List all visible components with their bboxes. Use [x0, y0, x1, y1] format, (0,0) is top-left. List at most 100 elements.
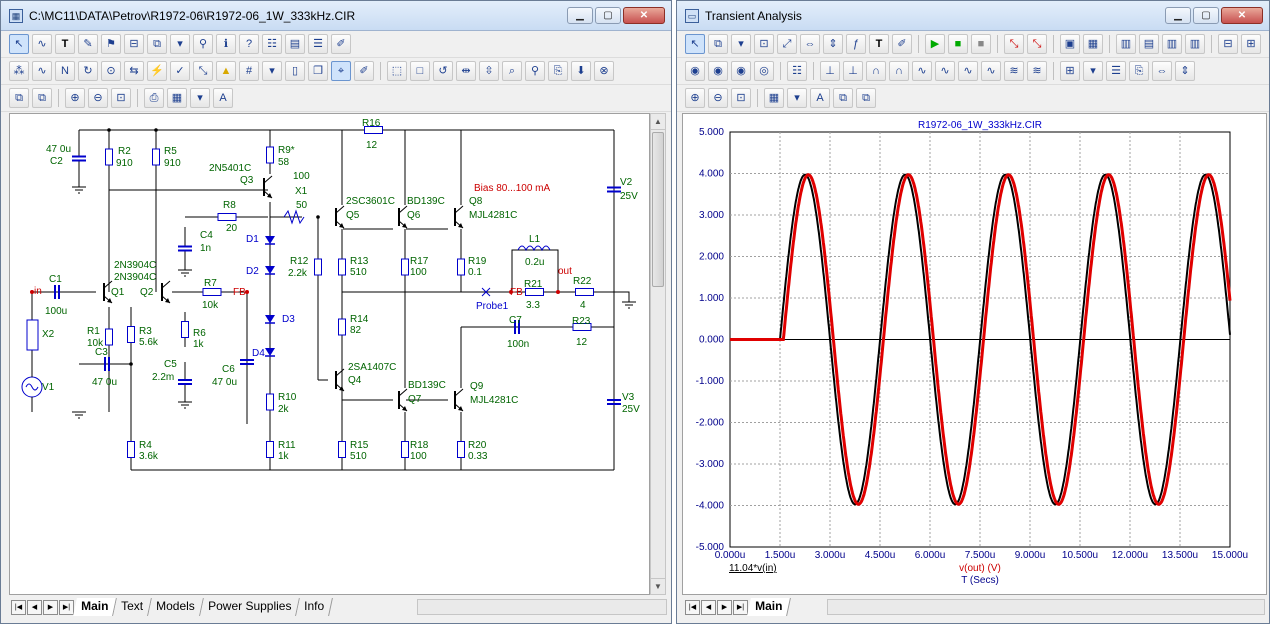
dropdown-arrow-icon[interactable]: ▾: [262, 61, 282, 81]
first-tab-icon[interactable]: |◀: [685, 599, 700, 615]
tile-h-icon[interactable]: ⇔: [1152, 61, 1172, 81]
tab-text[interactable]: Text: [113, 598, 153, 616]
grid-small-icon[interactable]: ▦: [764, 88, 784, 108]
transient-titlebar[interactable]: ▭ Transient Analysis ▁ ▢ ✕: [677, 1, 1269, 31]
cursor-icon[interactable]: ⤡: [1004, 34, 1024, 54]
formula-icon[interactable]: ƒ: [846, 34, 866, 54]
zoom-fit-icon[interactable]: ⊡: [731, 88, 751, 108]
fit-icon[interactable]: ⤢: [777, 34, 797, 54]
rotate-icon[interactable]: ↻: [78, 61, 98, 81]
zoom-out-icon[interactable]: ⊖: [708, 88, 728, 108]
measure8-icon[interactable]: ∿: [981, 61, 1001, 81]
flag-icon[interactable]: ⚑: [101, 34, 121, 54]
close-button[interactable]: ✕: [623, 7, 665, 24]
flip-x-icon[interactable]: ⇹: [456, 61, 476, 81]
fit-y-icon[interactable]: ⇕: [823, 34, 843, 54]
box-icon[interactable]: ▣: [1060, 34, 1080, 54]
edit-props-icon[interactable]: ✐: [354, 61, 374, 81]
node-voltages-icon[interactable]: ∿: [32, 61, 52, 81]
copy-icon[interactable]: ⧉: [708, 34, 728, 54]
layout1-icon[interactable]: ▥: [1116, 34, 1136, 54]
fit-x-icon[interactable]: ⇔: [800, 34, 820, 54]
tab-power-supplies[interactable]: Power Supplies: [200, 598, 301, 616]
grid-icon[interactable]: ▦: [1083, 34, 1103, 54]
export-icon[interactable]: ⎘: [1129, 61, 1149, 81]
draw-wire-icon[interactable]: ✎: [78, 34, 98, 54]
help-icon[interactable]: ?: [239, 34, 259, 54]
transient-hscroll[interactable]: [827, 599, 1265, 615]
measure2-icon[interactable]: ⊥: [843, 61, 863, 81]
attribute-icon[interactable]: ☷: [262, 34, 282, 54]
schematic-vscroll[interactable]: ▲ ▼: [650, 113, 666, 595]
maximize-button[interactable]: ▢: [1193, 7, 1219, 24]
check-icon[interactable]: ✓: [170, 61, 190, 81]
node-numbers-icon[interactable]: ⁂: [9, 61, 29, 81]
edit-icon[interactable]: ✐: [331, 34, 351, 54]
measure4-icon[interactable]: ∩: [889, 61, 909, 81]
font-icon[interactable]: A: [213, 88, 233, 108]
zoom-in-icon[interactable]: ⊕: [65, 88, 85, 108]
layout3-icon[interactable]: ▥: [1162, 34, 1182, 54]
first-tab-icon[interactable]: |◀: [11, 599, 26, 615]
measure7-icon[interactable]: ∿: [958, 61, 978, 81]
stop-icon[interactable]: ⊗: [594, 61, 614, 81]
paste-icon[interactable]: ⎘: [548, 61, 568, 81]
scope-valley-icon[interactable]: ◉: [708, 61, 728, 81]
zoom-out-icon[interactable]: ⊖: [88, 88, 108, 108]
last-tab-icon[interactable]: ▶|: [59, 599, 74, 615]
text-mode-icon[interactable]: T: [869, 34, 889, 54]
prev-tab-icon[interactable]: ◀: [701, 599, 716, 615]
pin-icon[interactable]: ⚲: [193, 34, 213, 54]
scroll-up-icon[interactable]: ▲: [651, 114, 665, 130]
schematic-hscroll[interactable]: [417, 599, 667, 615]
cursor-icon[interactable]: ⌖: [331, 61, 351, 81]
scope-low-icon[interactable]: ◎: [754, 61, 774, 81]
layout4-icon[interactable]: ▥: [1185, 34, 1205, 54]
edit-icon[interactable]: ✐: [892, 34, 912, 54]
wire-mode-icon[interactable]: ∿: [32, 34, 52, 54]
node-names-icon[interactable]: N: [55, 61, 75, 81]
zoom-in-icon[interactable]: ⊕: [685, 88, 705, 108]
close-button[interactable]: ✕: [1221, 7, 1263, 24]
copy-page-icon[interactable]: ❐: [308, 61, 328, 81]
pin-connect-icon[interactable]: ⤡: [193, 61, 213, 81]
tab-info[interactable]: Info: [296, 598, 334, 616]
flip-y-icon[interactable]: ⇳: [479, 61, 499, 81]
step-icon[interactable]: ■: [948, 34, 968, 54]
measure6-icon[interactable]: ∿: [935, 61, 955, 81]
measure5-icon[interactable]: ∿: [912, 61, 932, 81]
find-icon[interactable]: ⚲: [525, 61, 545, 81]
scope-high-icon[interactable]: ◉: [731, 61, 751, 81]
split-v-icon[interactable]: ⊞: [1241, 34, 1261, 54]
props-icon[interactable]: ☷: [787, 61, 807, 81]
minimize-button[interactable]: ▁: [567, 7, 593, 24]
dropdown-arrow-icon[interactable]: ▾: [731, 34, 751, 54]
copy-small-icon[interactable]: ⧉: [833, 88, 853, 108]
paste-small-icon[interactable]: ⧉: [856, 88, 876, 108]
folder-icon[interactable]: ⊞: [1060, 61, 1080, 81]
measure9-icon[interactable]: ≋: [1004, 61, 1024, 81]
power-icon[interactable]: ⚡: [147, 61, 167, 81]
split-h-icon[interactable]: ⊟: [1218, 34, 1238, 54]
measure3-icon[interactable]: ∩: [866, 61, 886, 81]
binoculars-icon[interactable]: ⌕: [502, 61, 522, 81]
paste-small-icon[interactable]: ⧉: [32, 88, 52, 108]
tab-main[interactable]: Main: [747, 598, 792, 616]
cursor2-icon[interactable]: ⤡: [1027, 34, 1047, 54]
scope-peak-icon[interactable]: ◉: [685, 61, 705, 81]
list-icon[interactable]: ☰: [1106, 61, 1126, 81]
copy-icon[interactable]: ⧉: [147, 34, 167, 54]
grid-icon[interactable]: #: [239, 61, 259, 81]
current-icon[interactable]: ⊙: [101, 61, 121, 81]
next-tab-icon[interactable]: ▶: [43, 599, 58, 615]
tile-v-icon[interactable]: ⇕: [1175, 61, 1195, 81]
minimize-button[interactable]: ▁: [1165, 7, 1191, 24]
dropdown-arrow-icon[interactable]: ▾: [1083, 61, 1103, 81]
down-icon[interactable]: ⬇: [571, 61, 591, 81]
scroll-down-icon[interactable]: ▼: [651, 578, 665, 594]
tab-models[interactable]: Models: [148, 598, 204, 616]
info-icon[interactable]: ℹ: [216, 34, 236, 54]
